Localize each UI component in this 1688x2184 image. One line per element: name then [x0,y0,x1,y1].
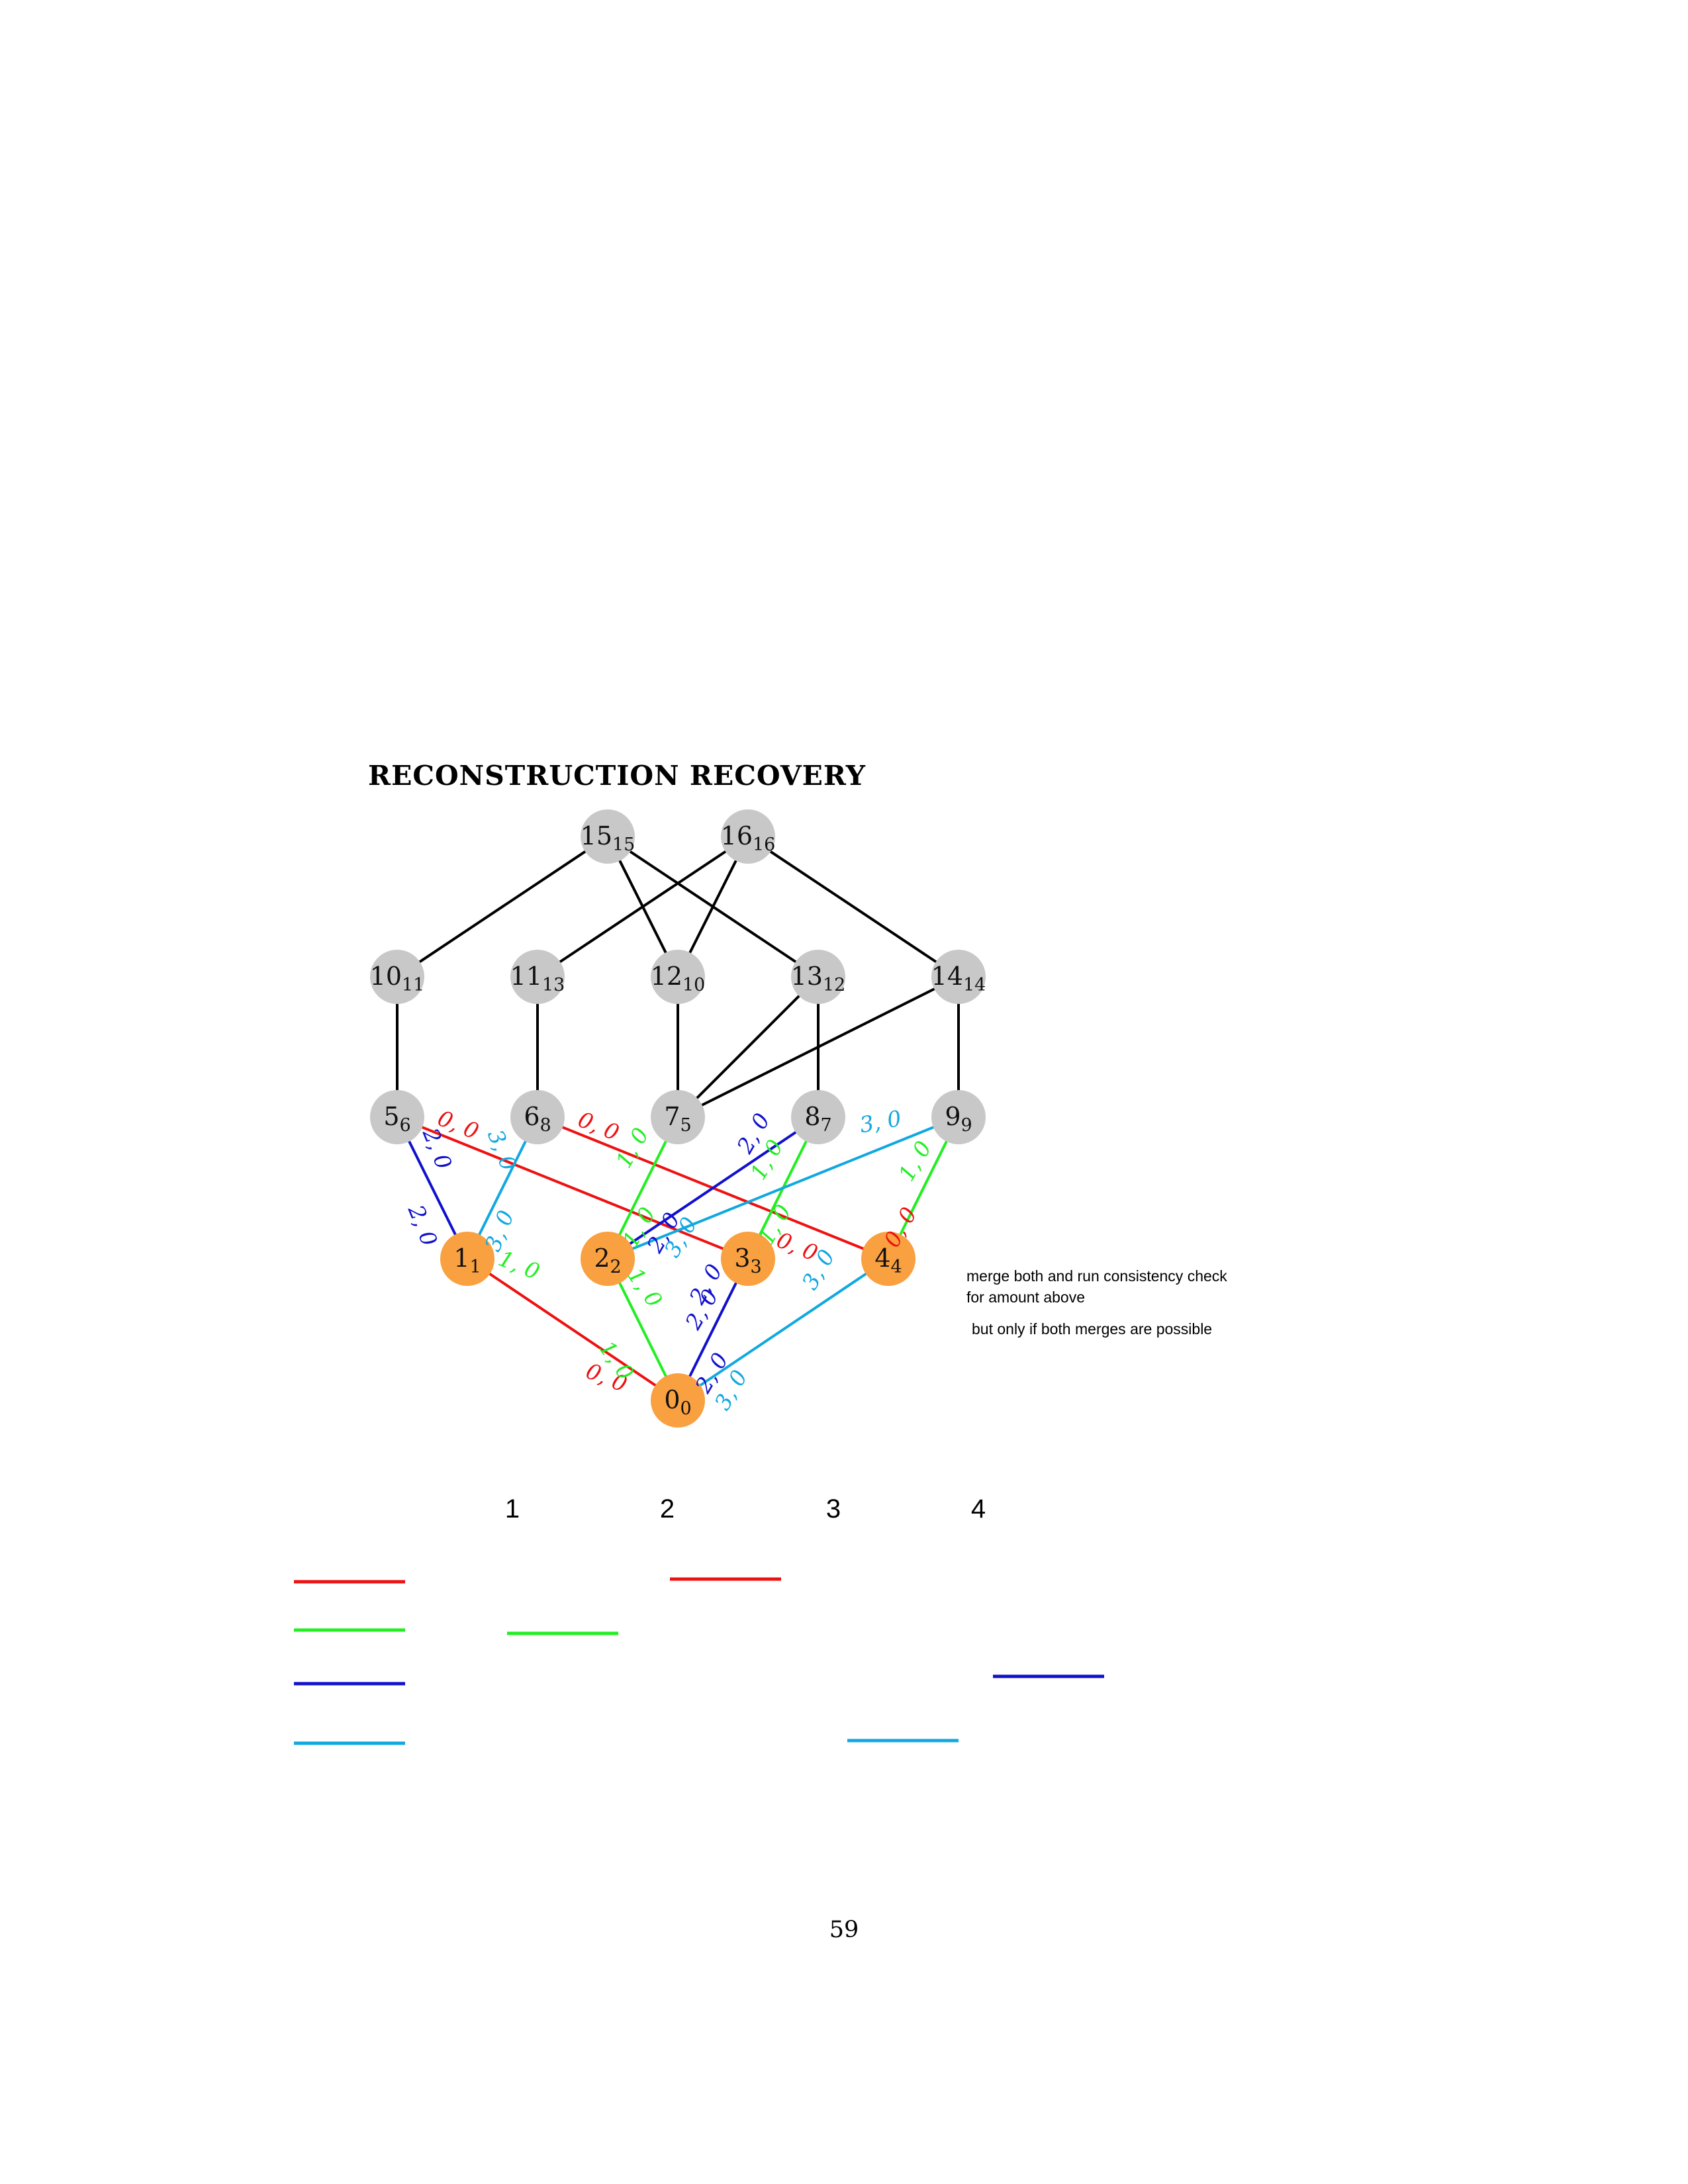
edge-16-14 [747,835,960,978]
node-circle [510,950,565,1004]
node-circle [791,950,845,1004]
node-13: 1312 [791,950,846,1004]
node-1: 11 [440,1232,494,1286]
node-8: 87 [791,1090,845,1144]
node-5: 56 [370,1090,424,1144]
column-header-3: 3 [825,1494,841,1524]
edge-label: 3, 0 [479,1206,519,1255]
node-12: 1210 [651,950,706,1004]
node-label: 1113 [510,962,565,995]
page-number: 59 [829,1917,859,1943]
node-9: 99 [931,1090,986,1144]
node-label: 1312 [791,962,846,995]
node-circle [370,1090,424,1144]
edge-label: 1, 0 [495,1245,543,1285]
node-circle [651,1090,705,1144]
column-header-4: 4 [970,1494,986,1524]
edge-13-7 [677,976,820,1118]
node-label: 1210 [651,962,706,995]
node-circle [861,1232,915,1286]
table-marks [507,1577,1104,1743]
node-circle [721,1232,775,1286]
node-label: 00 [664,1385,691,1419]
node-7: 75 [651,1090,705,1144]
node-0: 00 [651,1373,705,1428]
node-label: 11 [453,1244,481,1277]
node-label: 1414 [931,962,986,995]
node-circle [370,950,424,1004]
node-circle [651,1373,705,1428]
node-circle [440,1232,494,1286]
node-14: 1414 [931,950,986,1004]
node-circle [791,1090,845,1144]
node-16: 1616 [721,809,776,864]
page-title: RECONSTRUCTION RECOVERY [368,760,866,792]
edge-4-0 [677,1257,890,1402]
node-circle [651,950,705,1004]
edge-1-0 [466,1257,679,1402]
edge-9-2 [607,1116,959,1260]
node-circle [931,1090,986,1144]
node-15: 1515 [581,809,635,864]
node-label: 68 [524,1102,551,1136]
node-3: 33 [721,1232,775,1286]
node-label: 1616 [721,821,776,855]
node-circle [931,950,986,1004]
node-label: 75 [664,1102,691,1136]
legend [294,1580,405,1745]
node-circle [721,809,775,864]
node-circle [581,1232,635,1286]
node-label: 22 [594,1244,621,1277]
node-label: 99 [945,1102,972,1136]
note-line-2: for amount above [966,1289,1086,1306]
edge-14-7 [677,976,959,1118]
node-label: 1515 [581,821,635,855]
note-line-3: but only if both merges are possible [972,1320,1213,1338]
node-label: 1011 [370,962,425,995]
edge-label: 1, 0 [893,1136,936,1185]
edge-16-11 [536,835,749,978]
edge-15-10 [396,835,609,978]
edge-label: 2, 0 [402,1201,442,1250]
node-10: 1011 [370,950,425,1004]
edge-5-3 [397,1116,749,1260]
node-6: 68 [510,1090,565,1144]
node-label: 33 [734,1244,761,1277]
node-label: 87 [804,1102,831,1136]
node-circle [581,809,635,864]
nodes: 1515 1616 1011 1113 1210 1312 1414 56 68 75 87 99 11… [370,809,986,1428]
edge-8-2 [606,1116,820,1260]
node-label: 56 [383,1102,410,1136]
edge-label: 0, 0 [575,1106,623,1146]
column-header-1: 1 [504,1494,520,1524]
node-2: 22 [581,1232,635,1286]
column-header-2: 2 [659,1494,675,1524]
edge-label: 3, 0 [858,1105,904,1138]
node-label: 44 [874,1244,902,1277]
node-11: 1113 [510,950,565,1004]
node-circle [510,1090,565,1144]
node-4: 44 [861,1232,915,1286]
note-line-1: merge both and run consistency check [966,1267,1227,1285]
